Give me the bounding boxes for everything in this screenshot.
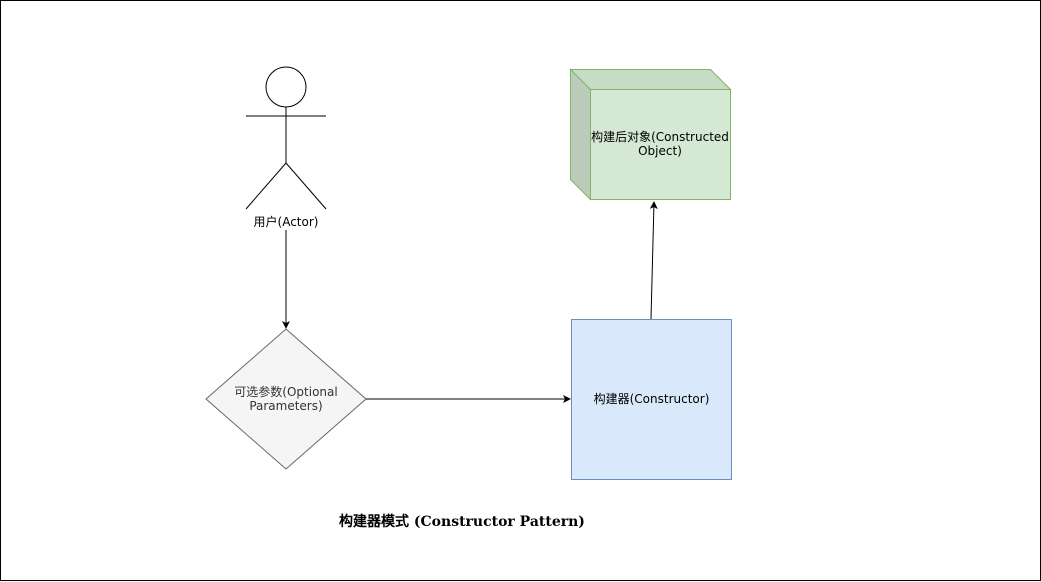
- actor-right-leg: [285, 162, 327, 210]
- actor-label: 用户(Actor): [226, 214, 346, 230]
- optional-parameters-label: 可选参数(Optional Parameters): [234, 385, 338, 413]
- cube-front-face: [590, 89, 731, 200]
- actor-figure[interactable]: [245, 66, 327, 210]
- constructor-label: 构建器(Constructor): [593, 392, 710, 406]
- constructor-box[interactable]: [571, 319, 732, 480]
- diagram-title: 构建器模式 (Constructor Pattern): [339, 514, 585, 530]
- optional-parameters-diamond[interactable]: [205, 328, 367, 470]
- actor-left-leg: [245, 162, 287, 210]
- actor-head: [265, 66, 307, 108]
- cube-side-face: [570, 68, 591, 201]
- edge-constructor-to-object[interactable]: [649, 201, 658, 320]
- constructed-object-cube[interactable]: [569, 68, 732, 201]
- cube-top-face: [569, 69, 732, 90]
- constructed-object-label: 构建后对象(Constructed Object): [591, 130, 729, 158]
